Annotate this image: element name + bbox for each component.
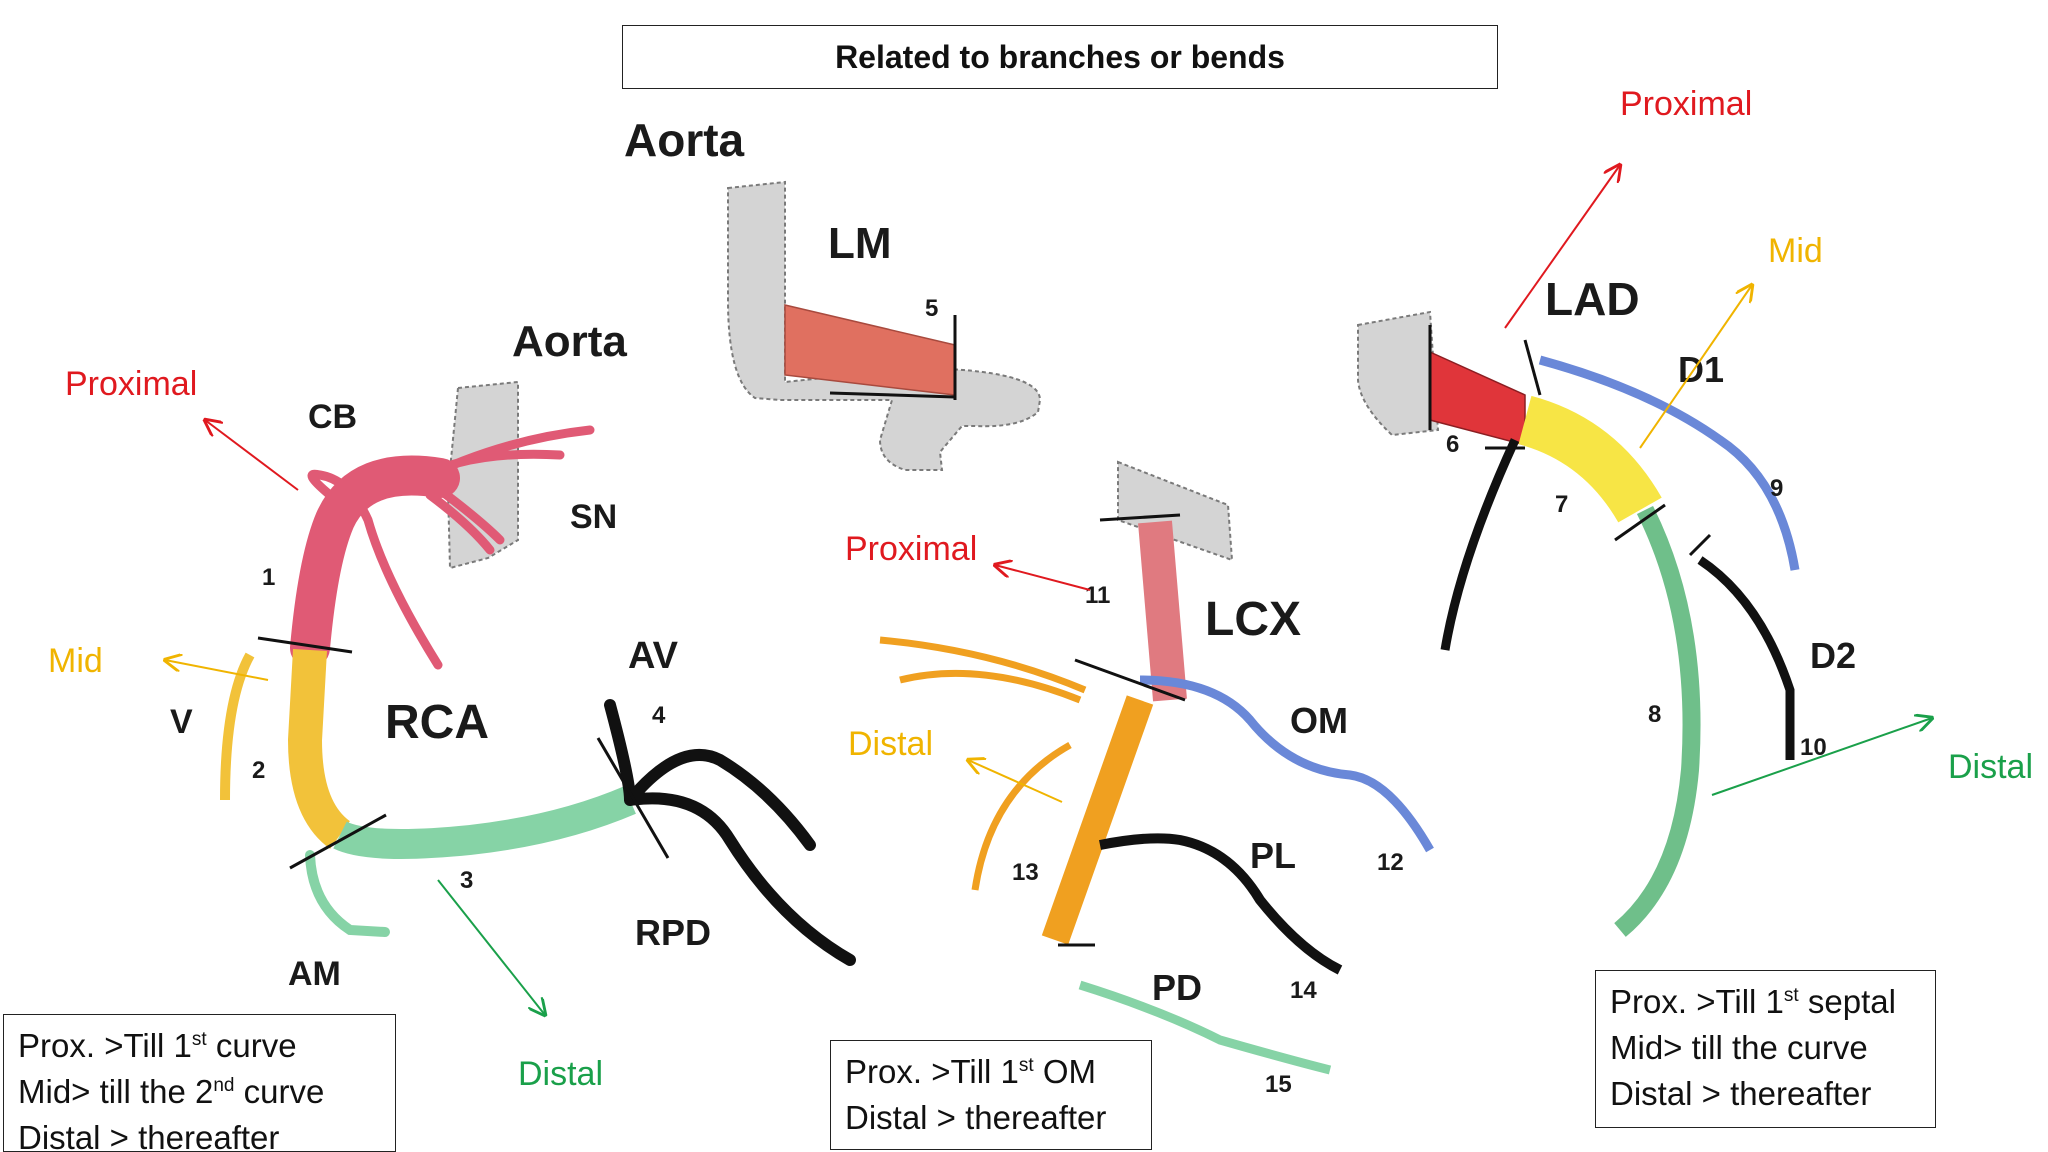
rca-marker-2 — [289, 813, 387, 870]
lcx-marker-1 — [1099, 513, 1181, 522]
arrow-label-rca-proximal: Proximal — [65, 365, 197, 403]
seg-num-11: 11 — [1085, 582, 1110, 609]
septal-branch — [1440, 438, 1520, 651]
section-arrows: Proximal Mid Distal Proximal Distal Prox… — [48, 85, 2033, 1093]
seg-num-7: 7 — [1555, 491, 1568, 518]
label-pd: PD — [1152, 967, 1202, 1008]
label-lm: LM — [828, 219, 892, 268]
seg-num-15: 15 — [1265, 1071, 1292, 1098]
label-aorta-top: Aorta — [624, 114, 745, 166]
lcx-note-line-1: Prox. >Till 1st OM — [845, 1053, 1097, 1090]
aorta-shape-lm — [727, 180, 1042, 471]
label-d2: D2 — [1810, 635, 1856, 676]
diagram-title-box: Related to branches or bends — [622, 25, 1498, 89]
rca-segment-2 — [287, 649, 351, 849]
arrow-label-rca-distal: Distal — [518, 1055, 603, 1093]
label-cb: CB — [308, 398, 357, 436]
pd-branch — [1078, 980, 1332, 1075]
arrow-label-lad-proximal: Proximal — [1620, 85, 1752, 123]
lad-marker-5 — [1688, 533, 1712, 557]
arrow-rca-proximal — [205, 420, 299, 491]
pl-branch — [1099, 833, 1343, 975]
lad-diagram — [1357, 310, 1800, 937]
lcx-segment-13 — [1041, 695, 1154, 945]
diagram-title: Related to branches or bends — [835, 38, 1285, 75]
seg-num-13: 13 — [1012, 859, 1039, 886]
arrow-label-lad-mid: Mid — [1768, 232, 1823, 270]
lcx-diagram — [879, 460, 1434, 1075]
lad-note-line-2: Mid> till the curve — [1610, 1029, 1868, 1066]
lcx-definition-box: Prox. >Till 1st OM Distal > thereafter — [830, 1040, 1152, 1150]
seg-num-4: 4 — [652, 702, 666, 729]
label-lcx: LCX — [1205, 593, 1301, 646]
segment-numbers: 1 2 3 4 5 6 7 8 9 10 11 12 13 14 15 — [252, 295, 1827, 1098]
arrow-rca-mid — [165, 660, 269, 681]
lad-note-line-3: Distal > thereafter — [1610, 1075, 1872, 1112]
rca-marker-1 — [257, 636, 353, 654]
label-pl: PL — [1250, 835, 1296, 876]
lad-segment-7 — [1518, 395, 1662, 523]
label-aorta-rca: Aorta — [512, 317, 627, 366]
vessel-labels: Aorta LM Aorta CB SN RCA V AV AM RPD LCX… — [170, 114, 1856, 1008]
arrow-label-lcx-distal: Distal — [848, 725, 933, 763]
lcx-note-line-2: Distal > thereafter — [845, 1099, 1107, 1136]
lad-definition-box: Prox. >Till 1st septal Mid> till the cur… — [1595, 970, 1936, 1128]
lcx-marker-2 — [1074, 658, 1186, 702]
arrow-lad-mid — [1639, 285, 1752, 449]
rca-diagram — [220, 380, 856, 966]
seg-num-3: 3 — [460, 867, 473, 894]
lad-segment-8 — [1614, 505, 1701, 937]
d2-branch — [1697, 556, 1795, 760]
seg-num-12: 12 — [1377, 849, 1404, 876]
arrow-rca-distal — [437, 879, 545, 1015]
lm-diagram — [727, 180, 1042, 471]
arrow-lad-distal — [1711, 718, 1932, 796]
seg-num-9: 9 — [1770, 475, 1783, 502]
arrow-label-lad-distal: Distal — [1948, 748, 2033, 786]
rca-note-line-3: Distal > thereafter — [18, 1119, 280, 1152]
am-branch — [305, 850, 390, 937]
label-rpd: RPD — [635, 912, 711, 953]
label-av: AV — [628, 635, 679, 677]
rca-note-line-1: Prox. >Till 1st curve — [18, 1027, 297, 1064]
seg-num-6: 6 — [1446, 431, 1459, 458]
lad-segment-6 — [1429, 350, 1526, 446]
arrow-lcx-distal — [968, 760, 1063, 803]
arrow-lcx-proximal — [995, 565, 1091, 591]
arrow-lad-proximal — [1504, 165, 1620, 329]
label-om: OM — [1290, 700, 1348, 741]
label-rca: RCA — [385, 696, 489, 749]
lm-marker-base — [829, 391, 956, 399]
lcx-segment-11 — [1138, 520, 1187, 702]
aorta-shape-lad — [1357, 310, 1440, 437]
label-sn: SN — [570, 498, 617, 536]
rca-segment-1 — [290, 455, 460, 668]
arrow-label-lcx-proximal: Proximal — [845, 530, 977, 568]
aorta-shape-lcx — [1117, 460, 1234, 562]
sn-branch — [415, 425, 595, 555]
label-am: AM — [288, 955, 341, 993]
d1-branch — [1538, 355, 1800, 571]
rca-note-line-2: Mid> till the 2nd curve — [18, 1073, 325, 1110]
lad-marker-4 — [1614, 503, 1666, 542]
seg-num-1: 1 — [262, 564, 275, 591]
seg-num-14: 14 — [1290, 977, 1317, 1004]
arrow-label-rca-mid: Mid — [48, 642, 103, 680]
label-v: V — [170, 703, 193, 741]
v-branch — [220, 652, 255, 801]
lad-marker-2 — [1523, 339, 1542, 396]
lcx-left-branches — [879, 636, 1087, 891]
seg-num-2: 2 — [252, 757, 265, 784]
seg-num-8: 8 — [1648, 701, 1661, 728]
om-branch — [1139, 675, 1434, 853]
rca-marker-3 — [596, 737, 670, 859]
lad-note-line-1: Prox. >Till 1st septal — [1610, 983, 1896, 1020]
seg-num-5: 5 — [925, 295, 938, 322]
rca-definition-box: Prox. >Till 1st curve Mid> till the 2nd … — [3, 1014, 396, 1152]
label-lad: LAD — [1545, 273, 1640, 325]
rca-segment-3 — [333, 786, 636, 859]
